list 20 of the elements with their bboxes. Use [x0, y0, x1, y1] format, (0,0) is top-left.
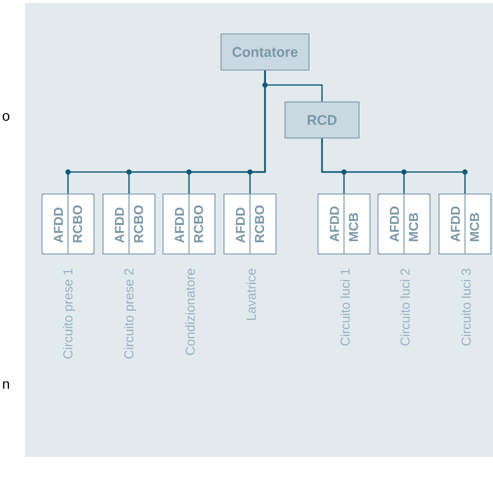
circuit-label: Circuito prese 1: [62, 268, 76, 359]
breaker-box: AFDD RCBO: [42, 194, 94, 254]
circuit-label: Circuito luci 3: [461, 268, 471, 346]
device-box: Contatore: [220, 34, 310, 70]
breaker-box: AFDD RCBO: [102, 194, 156, 254]
breaker-box: AFDD RCBO: [224, 194, 276, 254]
breaker-box: AFDD MCB: [378, 194, 430, 254]
circuit-label: Circuito luci 2: [400, 268, 410, 346]
breaker-box: AFDD RCBO: [162, 194, 216, 254]
breaker-box: AFDD MCB: [438, 194, 492, 254]
text-fragment: o: [2, 113, 10, 121]
circuit-label: Circuito prese 2: [124, 268, 136, 359]
text-fragment: n: [3, 381, 9, 389]
connector-line: [249, 70, 266, 194]
circuit-label: Circuito luci 1: [340, 268, 350, 346]
circuit-label: Lavatrice: [246, 268, 256, 320]
connector-line: [321, 138, 466, 194]
circuit-label: Condizionatore: [185, 268, 195, 355]
device-box: RCD: [284, 102, 360, 138]
breaker-box: AFDD MCB: [318, 194, 370, 254]
